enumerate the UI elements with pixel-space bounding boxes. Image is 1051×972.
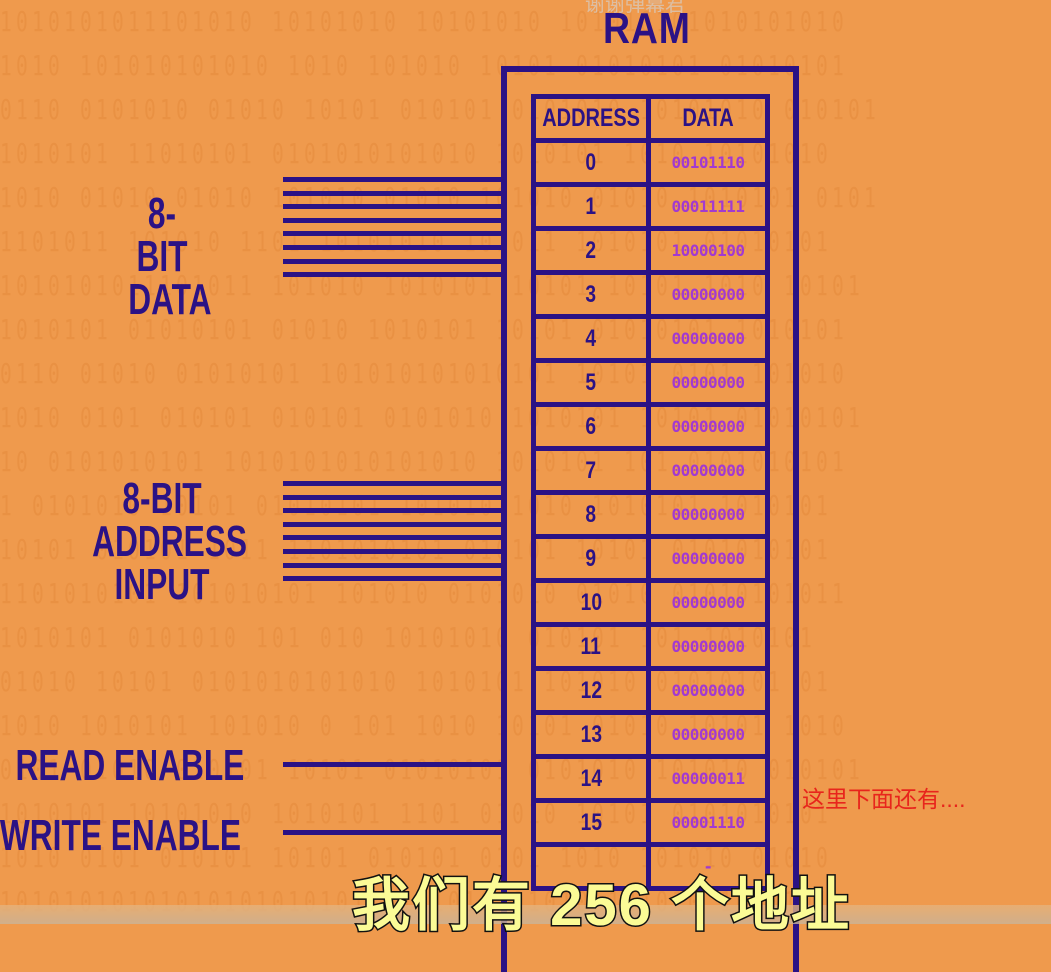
data-header: DATA bbox=[682, 104, 734, 132]
bus-wire bbox=[283, 231, 501, 237]
bus-wire bbox=[283, 272, 501, 278]
bus-wire bbox=[283, 494, 501, 500]
address-cell: 11 bbox=[580, 632, 602, 660]
bus-wire bbox=[283, 576, 501, 582]
annotation-note: 这里下面还有.... bbox=[802, 786, 966, 812]
data-cell: 00000000 bbox=[671, 681, 745, 700]
data-cell: 00000000 bbox=[671, 505, 745, 524]
read-enable-label: READ ENABLE bbox=[15, 741, 245, 790]
table-row: 15 00001110 bbox=[536, 803, 765, 847]
table-row: 8 00000000 bbox=[536, 495, 765, 539]
bus-wire bbox=[283, 562, 501, 568]
table-row: 14 00000011 bbox=[536, 759, 765, 803]
video-subtitle: 我们有 256 个地址 bbox=[351, 872, 851, 940]
table-row: 9 00000000 bbox=[536, 539, 765, 583]
table-row: 7 00000000 bbox=[536, 451, 765, 495]
data-bus-label: 8-BIT DATA bbox=[128, 189, 212, 324]
data-cell: 00000000 bbox=[671, 725, 745, 744]
address-cell: 3 bbox=[585, 280, 597, 308]
address-cell: 14 bbox=[580, 764, 602, 792]
bus-wire bbox=[283, 481, 501, 486]
write-enable-label: WRITE ENABLE bbox=[0, 811, 241, 860]
bus-wire bbox=[283, 244, 501, 250]
address-cell: 10 bbox=[580, 588, 602, 616]
data-cell: 00000011 bbox=[671, 769, 745, 788]
bus-wire bbox=[283, 204, 501, 210]
data-cell: 00000000 bbox=[671, 461, 745, 480]
table-row: 3 00000000 bbox=[536, 275, 765, 319]
table-header: ADDRESS DATA bbox=[536, 99, 765, 143]
data-cell: 00000000 bbox=[671, 549, 745, 568]
write-enable-wire bbox=[283, 830, 501, 835]
ram-block bbox=[501, 66, 799, 972]
read-enable-wire bbox=[283, 762, 501, 767]
binary-background: 1010101011101010 10101010 10101010 10101… bbox=[0, 5, 881, 918]
address-cell: 9 bbox=[585, 544, 597, 572]
address-cell: 6 bbox=[585, 412, 597, 440]
table-row: 4 00000000 bbox=[536, 319, 765, 363]
address-cell: 7 bbox=[585, 456, 597, 484]
data-cell: 10000100 bbox=[671, 241, 745, 260]
address-cell: 1 bbox=[585, 192, 597, 220]
table-row: 12 00000000 bbox=[536, 671, 765, 715]
bus-wire bbox=[283, 548, 501, 554]
data-cell: - bbox=[703, 857, 713, 876]
bus-wire bbox=[283, 508, 501, 514]
table-row: 5 00000000 bbox=[536, 363, 765, 407]
bus-wire bbox=[283, 258, 501, 264]
table-row: 0 00101110 bbox=[536, 143, 765, 187]
data-cell: 00001110 bbox=[671, 813, 745, 832]
address-cell: 0 bbox=[585, 148, 597, 176]
address-bus-wires bbox=[283, 481, 501, 590]
address-cell: 2 bbox=[585, 236, 597, 264]
address-cell: 8 bbox=[585, 500, 597, 528]
data-cell: 00000000 bbox=[671, 417, 745, 436]
diagram-title: RAM bbox=[603, 4, 691, 53]
bus-wire bbox=[283, 535, 501, 541]
top-danmaku-caption: 谢谢弹幕君 bbox=[585, 0, 685, 16]
data-cell: 00101110 bbox=[671, 153, 745, 172]
data-cell: 00000000 bbox=[671, 593, 745, 612]
bus-wire bbox=[283, 177, 501, 182]
bus-wire bbox=[283, 217, 501, 223]
table-row: 11 00000000 bbox=[536, 627, 765, 671]
address-bus-label: 8-BIT ADDRESS INPUT bbox=[92, 474, 248, 609]
data-cell: 00000000 bbox=[671, 285, 745, 304]
address-cell: 15 bbox=[580, 808, 602, 836]
bus-wire bbox=[283, 190, 501, 196]
address-cell: 12 bbox=[580, 676, 602, 704]
table-row: 6 00000000 bbox=[536, 407, 765, 451]
address-cell: 5 bbox=[585, 368, 597, 396]
table-row: 13 00000000 bbox=[536, 715, 765, 759]
data-bus-wires bbox=[283, 177, 501, 286]
data-cell: 00000000 bbox=[671, 329, 745, 348]
data-cell: 00000000 bbox=[671, 637, 745, 656]
table-row: 1 00011111 bbox=[536, 187, 765, 231]
table-row: 10 00000000 bbox=[536, 583, 765, 627]
audio-waveform-bar bbox=[0, 905, 1051, 924]
address-header: ADDRESS bbox=[542, 104, 640, 132]
memory-table: ADDRESS DATA 0 00101110 1 00011111 2 10000100… bbox=[531, 94, 770, 891]
address-cell: 4 bbox=[585, 324, 597, 352]
table-row: 2 10000100 bbox=[536, 231, 765, 275]
bus-wire bbox=[283, 521, 501, 527]
data-cell: 00000000 bbox=[671, 373, 745, 392]
table-row: - bbox=[536, 847, 765, 891]
data-cell: 00011111 bbox=[671, 197, 745, 216]
address-cell: 13 bbox=[580, 720, 602, 748]
